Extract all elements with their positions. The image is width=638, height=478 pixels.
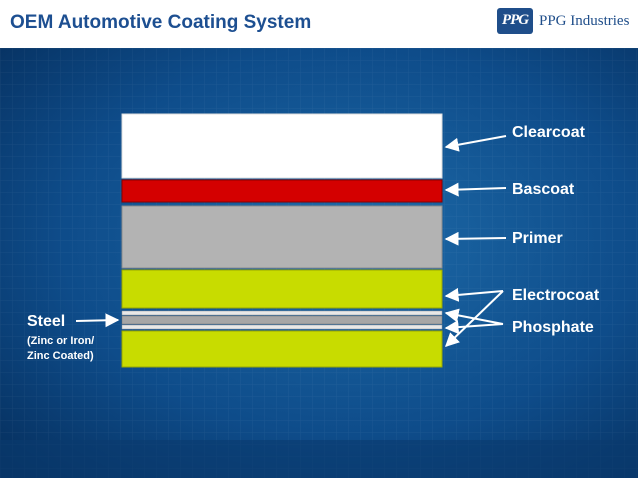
ppg-logo-text: PPG Industries: [539, 13, 630, 29]
label-electrocoat: Electrocoat: [512, 287, 600, 304]
label-primer: Primer: [512, 230, 563, 247]
label-basecoat: Bascoat: [512, 181, 575, 198]
label-steel: Steel: [27, 313, 66, 330]
ppg-logo-mark-text: PPG: [501, 12, 529, 28]
header-bar: OEM Automotive Coating System PPG PPG In…: [0, 0, 638, 48]
arrow-clearcoat: [444, 135, 507, 152]
label-steel-detail-2: Zinc Coated): [27, 350, 94, 362]
arrow-phosphate-bottom: [444, 320, 504, 335]
layer-electrocoat-bottom: [121, 330, 443, 368]
label-clearcoat: Clearcoat: [512, 124, 585, 141]
arrow-electrocoat-top: [444, 287, 504, 302]
label-steel-detail-1: (Zinc or Iron/: [27, 335, 95, 347]
layer-clearcoat: [121, 113, 443, 179]
layer-electrocoat-top: [121, 269, 443, 309]
layer-phosphate-top: [121, 310, 443, 316]
slide-title: OEM Automotive Coating System: [10, 12, 312, 33]
layer-basecoat: [121, 179, 443, 203]
label-phosphate: Phosphate: [512, 319, 594, 336]
arrow-basecoat: [444, 182, 507, 197]
layer-primer: [121, 205, 443, 269]
ppg-logo-mark: PPG: [497, 8, 533, 34]
arrow-phosphate-top: [444, 308, 504, 325]
layer-steel: [121, 315, 443, 325]
arrow-steel: [75, 313, 120, 328]
layer-phosphate-bottom: [121, 324, 443, 330]
arrow-primer: [444, 231, 507, 246]
